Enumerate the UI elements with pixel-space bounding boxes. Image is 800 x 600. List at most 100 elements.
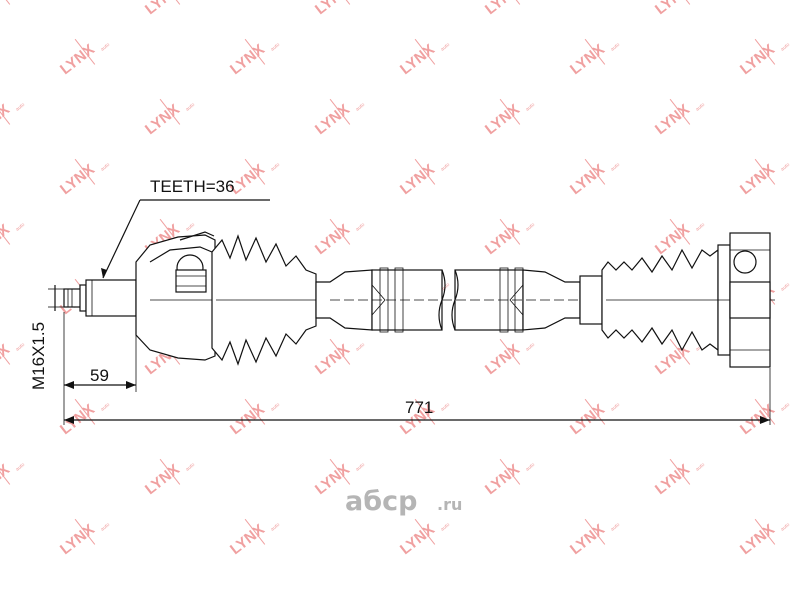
brand-logo: aбcp .ru: [345, 486, 462, 517]
brand-name: aбcp: [345, 486, 417, 517]
thread-label: M16X1.5: [29, 322, 48, 390]
svg-text:LYNX: LYNX: [482, 461, 523, 498]
svg-text:LYNX: LYNX: [227, 41, 268, 78]
svg-text:LYNX: LYNX: [482, 101, 523, 138]
inner-boot: [601, 248, 719, 352]
svg-text:LYNX: LYNX: [482, 0, 523, 18]
svg-text:LYNX: LYNX: [737, 521, 778, 558]
svg-text:auto: auto: [185, 462, 197, 473]
svg-text:auto: auto: [185, 222, 197, 233]
svg-text:auto: auto: [440, 42, 452, 53]
svg-text:auto: auto: [610, 162, 622, 173]
teeth-label: TEETH=36: [150, 177, 235, 196]
svg-text:auto: auto: [15, 222, 27, 233]
svg-text:auto: auto: [695, 102, 707, 113]
svg-text:auto: auto: [100, 522, 112, 533]
outer-cv-joint: [135, 231, 216, 361]
outer-boot: [211, 234, 317, 366]
svg-text:auto: auto: [185, 102, 197, 113]
svg-text:LYNX: LYNX: [567, 41, 608, 78]
svg-text:LYNX: LYNX: [142, 0, 183, 18]
svg-text:LYNX: LYNX: [312, 221, 353, 258]
svg-text:auto: auto: [355, 342, 367, 353]
svg-text:LYNX: LYNX: [57, 521, 98, 558]
dimension-lines: [48, 199, 771, 425]
svg-text:auto: auto: [270, 402, 282, 413]
svg-text:LYNX: LYNX: [312, 341, 353, 378]
svg-text:auto: auto: [780, 402, 792, 413]
svg-text:auto: auto: [525, 342, 537, 353]
spline-length-label: 59: [90, 366, 109, 385]
svg-text:auto: auto: [15, 102, 27, 113]
svg-text:LYNX: LYNX: [397, 161, 438, 198]
svg-text:LYNX: LYNX: [482, 221, 523, 258]
svg-text:LYNX: LYNX: [737, 41, 778, 78]
svg-text:LYNX: LYNX: [0, 0, 13, 18]
svg-text:auto: auto: [15, 342, 27, 353]
svg-text:auto: auto: [780, 282, 792, 293]
svg-text:LYNX: LYNX: [652, 461, 693, 498]
svg-text:auto: auto: [780, 162, 792, 173]
svg-text:auto: auto: [525, 222, 537, 233]
svg-text:auto: auto: [15, 462, 27, 473]
svg-text:auto: auto: [270, 162, 282, 173]
svg-text:auto: auto: [525, 462, 537, 473]
svg-text:LYNX: LYNX: [567, 161, 608, 198]
svg-text:auto: auto: [440, 522, 452, 533]
svg-text:auto: auto: [355, 102, 367, 113]
svg-text:LYNX: LYNX: [312, 0, 353, 18]
svg-text:LYNX: LYNX: [737, 161, 778, 198]
svg-text:auto: auto: [610, 402, 622, 413]
svg-text:auto: auto: [100, 402, 112, 413]
svg-text:LYNX: LYNX: [312, 101, 353, 138]
svg-text:LYNX: LYNX: [142, 101, 183, 138]
inner-cv-joint: [717, 232, 775, 368]
svg-text:auto: auto: [695, 222, 707, 233]
svg-text:auto: auto: [780, 42, 792, 53]
svg-text:LYNX: LYNX: [397, 521, 438, 558]
svg-text:LYNX: LYNX: [142, 461, 183, 498]
svg-text:auto: auto: [610, 522, 622, 533]
svg-text:LYNX: LYNX: [57, 41, 98, 78]
svg-text:auto: auto: [695, 462, 707, 473]
svg-text:auto: auto: [355, 222, 367, 233]
svg-text:LYNX: LYNX: [652, 0, 693, 18]
svg-text:LYNX: LYNX: [482, 341, 523, 378]
svg-text:auto: auto: [610, 42, 622, 53]
svg-text:LYNX: LYNX: [397, 41, 438, 78]
brand-tld: .ru: [437, 495, 462, 514]
svg-text:LYNX: LYNX: [567, 521, 608, 558]
svg-text:auto: auto: [440, 402, 452, 413]
